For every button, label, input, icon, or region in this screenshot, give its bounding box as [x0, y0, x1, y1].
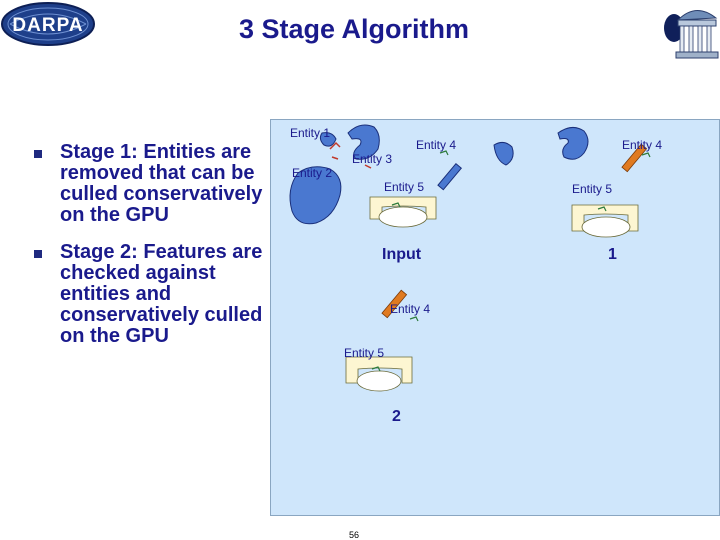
stage-2-result: Entity 4 Entity 5 2	[344, 289, 430, 425]
bullet-text: Stage 1: Entities are removed that can b…	[60, 141, 263, 226]
page-number: 56	[348, 530, 359, 540]
culling-diagram: Entity 1 Entity 2 Entity 3 Entity 4 Enti…	[289, 124, 662, 425]
slide-title: 3 Stage Algorithm	[238, 14, 470, 44]
entity-4-label: Entity 4	[622, 138, 662, 152]
bullet-item: Stage 1: Entities are removed that can b…	[34, 142, 274, 226]
entity-5-label: Entity 5	[384, 180, 424, 194]
entity-5-feature	[356, 370, 402, 392]
entity-3-shape	[319, 132, 337, 147]
rotunda-logo	[664, 10, 719, 59]
entity-4-shape	[493, 141, 514, 166]
feature-marker	[364, 164, 372, 169]
entity-1-shape	[347, 124, 380, 160]
feature-marker	[331, 156, 339, 160]
input-label: Input	[382, 246, 422, 263]
feature-marker	[597, 206, 607, 212]
diagram-panel	[270, 119, 720, 516]
bullet-marker	[34, 250, 42, 258]
bullet-list: Stage 1: Entities are removed that can b…	[34, 142, 274, 363]
darpa-logo: DARPA	[1, 2, 95, 46]
feature-marker	[391, 202, 401, 208]
entity-5-feature	[581, 216, 631, 238]
input-scene: Entity 1 Entity 2 Entity 3 Entity 4 Enti…	[289, 124, 463, 263]
feature-marker	[371, 366, 381, 372]
entity-5-feature	[378, 206, 428, 228]
entity-5-label: Entity 5	[572, 182, 612, 196]
bullet-text: Stage 2: Features are checked against en…	[60, 241, 263, 347]
entity-5-bracket	[345, 356, 413, 384]
logo-text: DARPA	[12, 15, 83, 36]
entity-2-label: Entity 2	[292, 166, 332, 180]
entity-5-bracket	[369, 196, 437, 220]
entity-4-bar	[621, 143, 648, 173]
entity-1-label: Entity 1	[290, 126, 330, 140]
entity-2-shape	[289, 166, 342, 225]
feature-marker	[409, 316, 419, 322]
entity-5-label: Entity 5	[344, 346, 384, 360]
entity-3-label: Entity 3	[352, 152, 392, 166]
entity-4-label: Entity 4	[416, 138, 456, 152]
stage-1-number: 1	[608, 246, 617, 263]
entity-4-bar	[381, 289, 408, 319]
stage-1-result: Entity 4 Entity 5 1	[493, 127, 662, 263]
feature-marker	[329, 141, 341, 150]
entity-5-bracket	[571, 204, 639, 232]
entity-4-bar	[437, 162, 463, 191]
feature-marker	[439, 150, 449, 156]
bullet-marker	[34, 150, 42, 158]
bullet-item: Stage 2: Features are checked against en…	[34, 242, 274, 347]
entity-4-shape	[557, 127, 589, 160]
feature-marker	[641, 152, 651, 158]
stage-2-number: 2	[392, 408, 401, 425]
entity-4-label: Entity 4	[390, 302, 430, 316]
